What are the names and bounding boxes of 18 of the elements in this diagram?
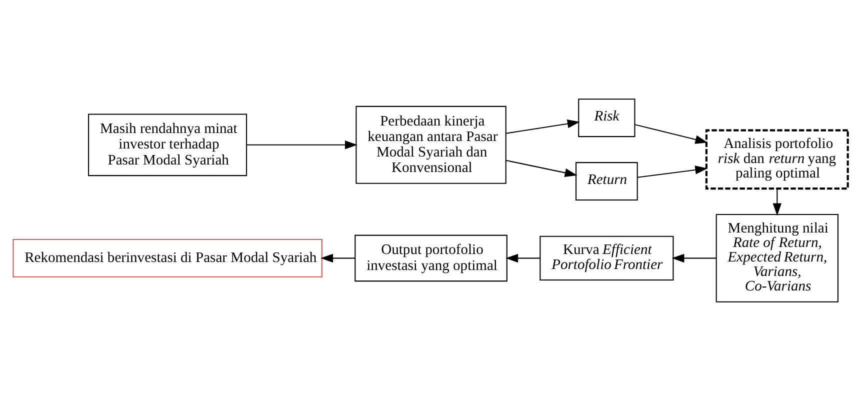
arrow (320, 253, 356, 262)
node-box: Perbedaan kinerja keuangan antara Pasar Modal Syariah dan Konvensional (356, 105, 506, 184)
node-box: Risk (578, 98, 636, 137)
node-box: Masih rendahnya minat investor terhadap Pasar Modal Syariah (88, 113, 248, 176)
arrow (506, 253, 540, 262)
node-box: Rekomendasi berinvestasi di Pasar Modal Syariah (12, 238, 322, 277)
arrow (506, 118, 580, 134)
arrow (672, 253, 716, 262)
node-box: Output portofolio investasi yang optimal (354, 234, 508, 282)
node-box: Kurva Efficient Portofolio Frontier (540, 235, 674, 280)
arrow (637, 165, 708, 178)
node-box: Menghitung nilai Rate of Return, Expected Return, Varians, Co-Varians (716, 214, 838, 302)
arrow (772, 188, 782, 216)
arrow (634, 124, 708, 144)
node-box: Analisis portofolio risk dan return yang paling optimal (705, 128, 849, 190)
arrow (246, 140, 358, 149)
node-box: Return (576, 162, 638, 200)
arrow (506, 159, 578, 177)
